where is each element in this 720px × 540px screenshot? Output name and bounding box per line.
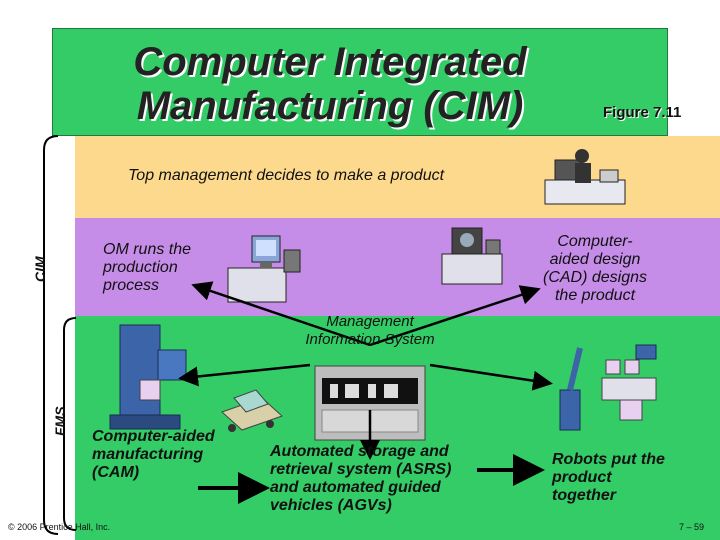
top-management-text: Top management decides to make a product	[128, 167, 445, 184]
arrow-to-om	[191, 281, 371, 347]
computer-workstation-icon	[227, 235, 301, 303]
cad-text: Computer-aided design (CAD) designs the …	[542, 233, 648, 304]
cad-workstation-icon	[441, 227, 503, 285]
mis-text: Management Information System	[305, 313, 435, 348]
arrow-to-cam	[178, 363, 311, 387]
figure-label: Figure 7.11	[603, 104, 682, 121]
arrows	[178, 281, 553, 504]
cam-text: Computer-aided manufacturing (CAM)	[92, 428, 215, 481]
cim-side-label: CIM	[32, 256, 48, 282]
cnc-machine-icon	[109, 324, 187, 430]
robot-arm-icon	[559, 344, 657, 431]
page-title-line-2: Manufacturing (CIM)	[136, 84, 524, 128]
asrs-text: Automated storage and retrieval system (…	[270, 443, 452, 514]
fms-bracket	[63, 317, 77, 531]
fms-side-label: FMS	[52, 406, 68, 436]
copyright-notice: © 2006 Prentice Hall, Inc.	[8, 522, 111, 532]
title-band	[52, 28, 668, 136]
arrow-to-cad	[369, 285, 541, 347]
cim-bracket	[43, 135, 59, 535]
robots-text: Robots put the product together	[552, 451, 665, 504]
page-number: 7 – 59	[679, 522, 705, 532]
agv-icon	[221, 389, 283, 432]
om-text: OM runs the production process	[103, 241, 192, 294]
arrow-to-robots	[429, 363, 553, 391]
om-band	[75, 218, 720, 316]
page-title-line-1: Computer Integrated	[133, 40, 527, 84]
manager-at-desk-icon	[544, 149, 626, 205]
